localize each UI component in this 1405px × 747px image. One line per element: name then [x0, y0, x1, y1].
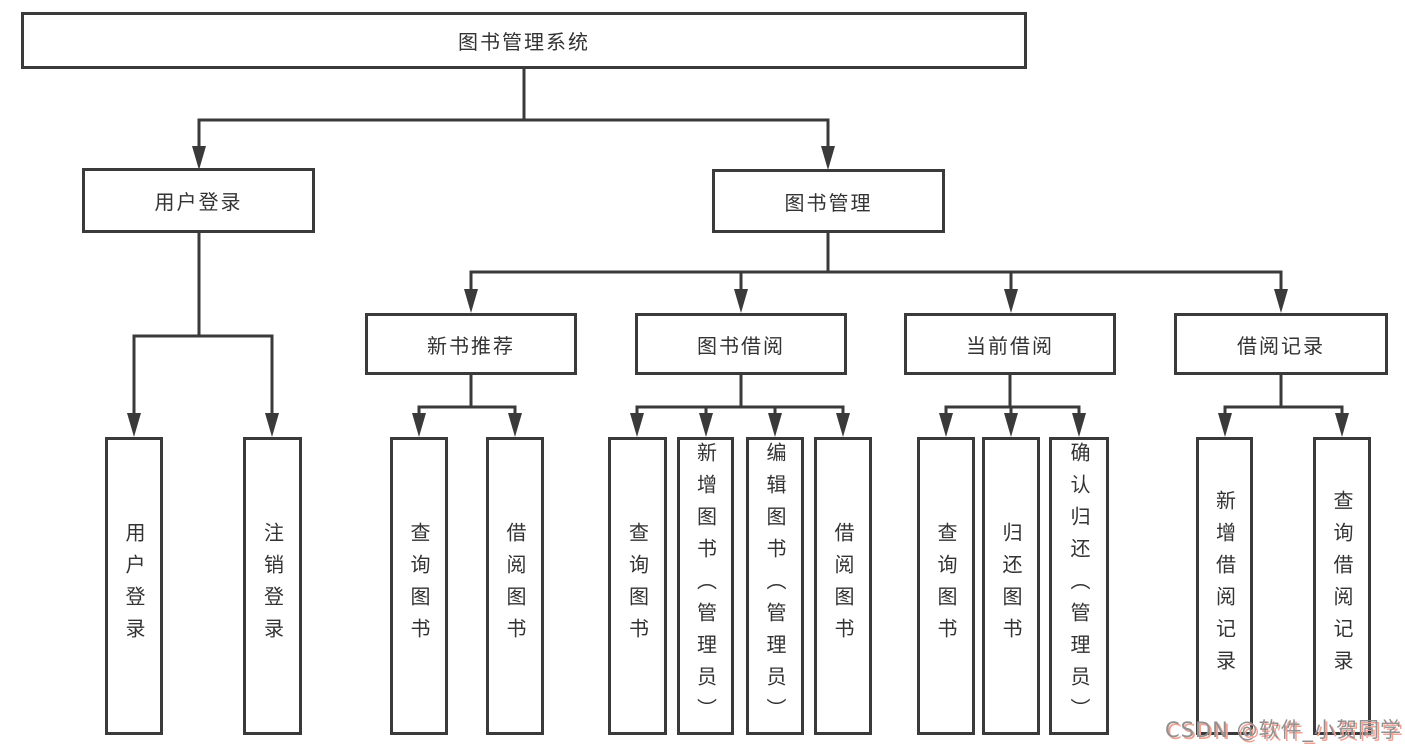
book-borrow-connector — [630, 375, 850, 437]
leaf-user-login-label: 用户登录 — [122, 522, 146, 650]
node-borrow-record: 借阅记录 — [1174, 313, 1388, 375]
leaf-recommend-query-books-label: 查询图书 — [407, 522, 431, 650]
leaf-borrow-books-label: 借阅图书 — [831, 522, 855, 650]
leaf-query-borrow-record: 查询借阅记录 — [1313, 437, 1371, 735]
current-borrow-connector — [939, 375, 1086, 437]
book-mgmt-to-level3-connector — [464, 233, 1288, 313]
leaf-query-borrow-record-label: 查询借阅记录 — [1330, 490, 1354, 682]
leaf-current-query-books-label: 查询图书 — [934, 522, 958, 650]
leaf-logout-label: 注销登录 — [260, 522, 285, 650]
node-current-borrow: 当前借阅 — [904, 313, 1116, 375]
node-root: 图书管理系统 — [21, 12, 1027, 69]
leaf-recommend-borrow-books-label: 借阅图书 — [503, 522, 527, 650]
root-to-level2-connector — [192, 69, 835, 170]
leaf-user-login: 用户登录 — [105, 437, 163, 735]
leaf-add-book-admin-label: 新增图书（管理员） — [693, 442, 718, 730]
leaf-return-books: 归还图书 — [982, 437, 1040, 735]
node-new-book-recommend: 新书推荐 — [365, 313, 577, 375]
csdn-watermark: CSDN @软件_小贺同学 — [1164, 718, 1402, 742]
new-book-recommend-connector — [412, 375, 522, 437]
leaf-add-book-admin: 新增图书（管理员） — [677, 437, 734, 735]
user-login-connector — [127, 233, 279, 437]
leaf-borrow-query-books-label: 查询图书 — [625, 522, 650, 650]
node-user-login: 用户登录 — [82, 168, 315, 233]
leaf-current-query-books: 查询图书 — [917, 437, 975, 735]
leaf-edit-book-admin-label: 编辑图书（管理员） — [763, 442, 787, 730]
leaf-confirm-return-admin: 确认归还（管理员） — [1049, 437, 1109, 735]
leaf-add-borrow-record-label: 新增借阅记录 — [1212, 490, 1237, 682]
leaf-add-borrow-record: 新增借阅记录 — [1196, 437, 1253, 735]
leaf-edit-book-admin: 编辑图书（管理员） — [746, 437, 804, 735]
node-book-borrow: 图书借阅 — [635, 313, 847, 375]
node-book-mgmt: 图书管理 — [712, 169, 945, 233]
leaf-borrow-books: 借阅图书 — [814, 437, 872, 735]
leaf-recommend-borrow-books: 借阅图书 — [486, 437, 544, 735]
leaf-recommend-query-books: 查询图书 — [390, 437, 448, 735]
leaf-borrow-query-books: 查询图书 — [608, 437, 667, 735]
leaf-logout: 注销登录 — [243, 437, 302, 735]
leaf-confirm-return-admin-label: 确认归还（管理员） — [1067, 442, 1091, 730]
leaf-return-books-label: 归还图书 — [999, 522, 1023, 650]
borrow-record-connector — [1218, 375, 1349, 437]
